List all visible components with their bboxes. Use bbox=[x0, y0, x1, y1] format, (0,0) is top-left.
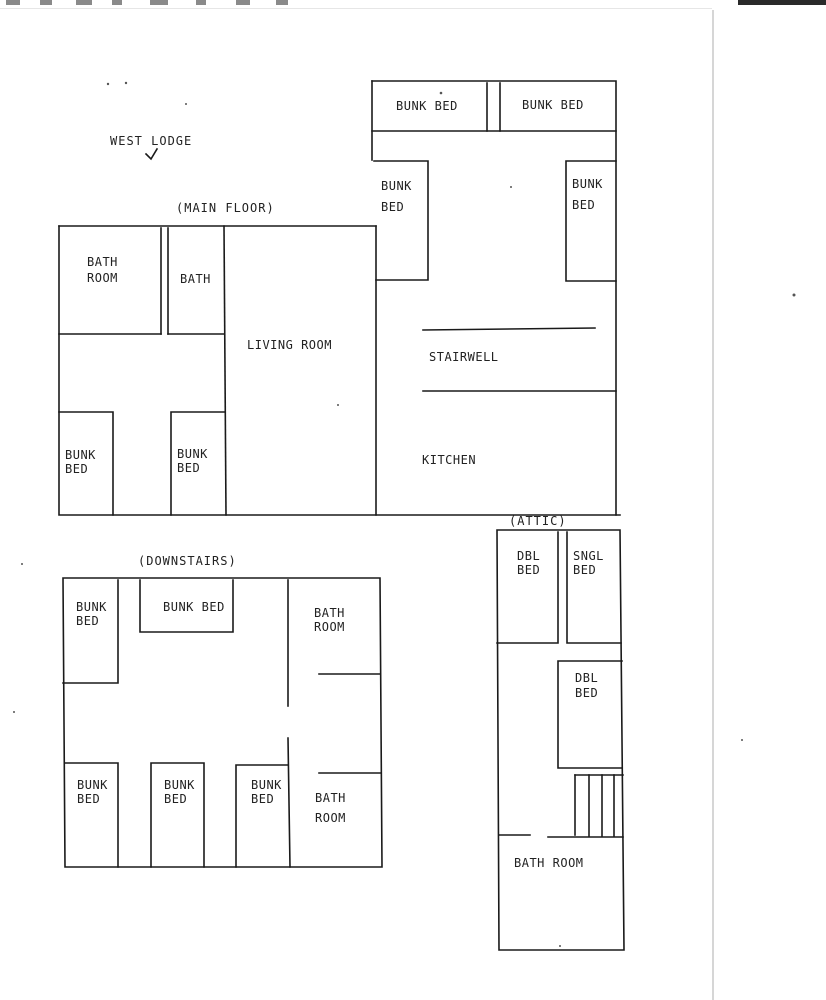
double-bed-label: DBL bbox=[517, 549, 540, 563]
downstairs-plan bbox=[62, 577, 383, 868]
bunk-bed-label: BED bbox=[251, 792, 274, 806]
scan-mark bbox=[76, 0, 92, 5]
bath-label: BATH bbox=[180, 272, 211, 286]
scan-mark bbox=[196, 0, 206, 5]
bunk-bed-label: BUNK bbox=[76, 600, 107, 614]
speck bbox=[510, 186, 512, 188]
single-bed-label: BED bbox=[573, 563, 596, 577]
wall bbox=[170, 411, 225, 516]
wall bbox=[496, 531, 559, 644]
double-bed-label: DBL bbox=[575, 671, 598, 685]
kitchen-label: KITCHEN bbox=[422, 453, 476, 467]
wall bbox=[62, 577, 383, 868]
wall bbox=[371, 80, 617, 516]
speck bbox=[792, 293, 796, 297]
stairwell-label: STAIRWELL bbox=[429, 350, 499, 364]
bunk-bed-label: BUNK bbox=[164, 778, 195, 792]
bathroom-label: BATH bbox=[315, 791, 346, 805]
double-bed-label: BED bbox=[575, 686, 598, 700]
speck bbox=[439, 91, 443, 95]
bunk-bed-label: BED bbox=[177, 461, 200, 475]
wall bbox=[496, 529, 625, 951]
speck bbox=[13, 711, 15, 713]
scan-mark bbox=[112, 0, 122, 5]
wall bbox=[58, 411, 114, 516]
wall bbox=[287, 737, 291, 868]
scan-mark bbox=[6, 0, 20, 5]
bathroom-label: ROOM bbox=[87, 271, 118, 285]
bunk-bed-label: BUNK BED bbox=[163, 600, 225, 614]
speck bbox=[21, 563, 23, 565]
speck bbox=[741, 739, 743, 741]
wall bbox=[235, 764, 289, 868]
single-bed-label: SNGL bbox=[573, 549, 604, 563]
wall bbox=[58, 225, 621, 516]
scan-mark bbox=[40, 0, 52, 5]
bunk-bed-label: BED bbox=[76, 614, 99, 628]
bathroom-label: ROOM bbox=[315, 811, 346, 825]
scan-mark bbox=[276, 0, 288, 5]
bunk-bed-label: BED bbox=[381, 200, 404, 214]
speck bbox=[106, 82, 110, 86]
bunk-bed-label: BUNK bbox=[572, 177, 603, 191]
bunk-bed-label: BED bbox=[65, 462, 88, 476]
main-floor-heading: (MAIN FLOOR) bbox=[176, 201, 275, 215]
bathroom-label: ROOM bbox=[314, 620, 345, 634]
wall bbox=[565, 160, 617, 282]
bathroom-label: BATH bbox=[314, 606, 345, 620]
wall bbox=[566, 531, 622, 644]
speck bbox=[185, 103, 187, 105]
bunk-bed-label: BED bbox=[572, 198, 595, 212]
page-right-border bbox=[712, 10, 714, 1000]
bunk-bed-label: BUNK bbox=[65, 448, 96, 462]
double-bed-label: BED bbox=[517, 563, 540, 577]
speck bbox=[337, 404, 339, 406]
scan-top-edge bbox=[0, 0, 826, 8]
bunk-bed-label: BUNK bbox=[381, 179, 412, 193]
wall bbox=[557, 660, 623, 769]
bathroom-label: BATH bbox=[87, 255, 118, 269]
speck bbox=[559, 945, 561, 947]
bathroom-label: BATH ROOM bbox=[514, 856, 584, 870]
bunk-bed-label: BED bbox=[77, 792, 100, 806]
main-floor-plan bbox=[58, 80, 621, 516]
wall bbox=[62, 579, 119, 684]
attic-heading: (ATTIC) bbox=[509, 514, 567, 528]
bunk-bed-label: BUNK bbox=[177, 447, 208, 461]
scan-dark-edge bbox=[738, 0, 826, 5]
page-top-border bbox=[0, 8, 712, 9]
wall bbox=[223, 225, 227, 516]
wall bbox=[373, 160, 429, 281]
living-room-label: LIVING ROOM bbox=[247, 338, 332, 352]
scan-mark bbox=[236, 0, 250, 5]
bunk-bed-label: BUNK bbox=[77, 778, 108, 792]
bunk-bed-label: BUNK bbox=[251, 778, 282, 792]
wall bbox=[64, 762, 119, 868]
wall bbox=[150, 762, 205, 868]
wall bbox=[139, 579, 234, 633]
attic-plan bbox=[496, 529, 625, 951]
downstairs-heading: (DOWNSTAIRS) bbox=[138, 554, 237, 568]
stair-line bbox=[422, 327, 596, 331]
scan-mark bbox=[150, 0, 168, 5]
check-mark-icon bbox=[144, 147, 159, 161]
lodge-title: WEST LODGE bbox=[110, 134, 192, 148]
bunk-bed-label: BUNK BED bbox=[396, 99, 458, 113]
bunk-bed-label: BUNK BED bbox=[522, 98, 584, 112]
speck bbox=[124, 81, 128, 85]
bunk-bed-label: BED bbox=[164, 792, 187, 806]
